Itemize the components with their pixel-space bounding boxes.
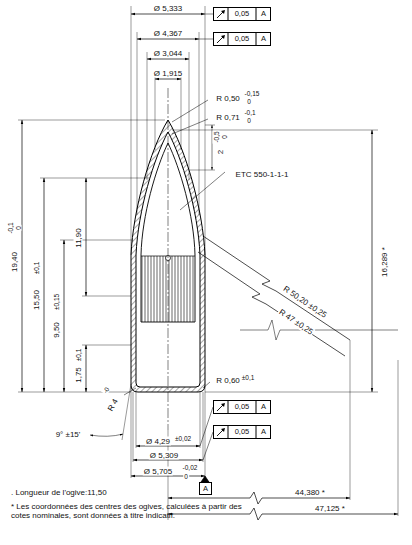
dimension-text: Ø 5,705 — [143, 467, 173, 476]
note-text: * Les coordonnées des centres des ogives… — [10, 502, 262, 520]
frame-text: A — [257, 426, 270, 438]
tolerance-frame: 0,05A — [213, 7, 271, 21]
dimension-text: 16,289 * — [380, 246, 389, 278]
dimension-text: Ø 5,333 — [153, 4, 183, 13]
dimension-text: Ø 5,309 — [149, 451, 179, 460]
dimension-text: ±0,1 — [33, 261, 40, 276]
dimension-text: R 0,71 — [215, 113, 241, 122]
note-text: . Longueur de l'ogive:11,50 — [10, 488, 108, 497]
dimension-text: 1,75 — [74, 366, 83, 384]
dimension-text: 0 — [246, 98, 252, 105]
dimension-text: R 0,50 — [215, 94, 241, 103]
frame-text: A — [257, 8, 270, 20]
dimension-text: -0,02 — [182, 464, 199, 471]
frame-text: 0,05 — [229, 401, 255, 413]
dimension-text: -0,15 — [244, 90, 261, 97]
dimension-text: Ø 4,29 — [145, 437, 171, 446]
dimension-text: 0 — [246, 117, 252, 124]
frame-text: 0,05 — [229, 33, 255, 45]
frame-text: A — [257, 401, 270, 413]
dimension-text: ±0,15 — [53, 293, 60, 311]
dimension-text: 15,50 — [32, 289, 41, 311]
dimension-text: 19,40 — [10, 251, 19, 273]
dimension-text: -0,1 — [7, 221, 14, 234]
dimension-text: 11,90 — [74, 227, 83, 248]
dimension-text: 0 — [183, 473, 189, 480]
dimension-text: 47,125 * — [314, 504, 346, 513]
dimension-text: R 47 ±0,25 — [276, 307, 315, 337]
tolerance-frame: 0,05A — [213, 425, 271, 439]
dimension-text: ±0,1 — [75, 348, 82, 363]
dimension-text: 0 — [15, 225, 22, 231]
dimension-text: -0,1 — [243, 109, 256, 116]
dimension-text: 9,50 — [52, 321, 61, 339]
dimension-text: 0 — [221, 134, 228, 140]
frame-text: 0,05 — [229, 8, 255, 20]
dimension-text: ±0,02 — [174, 435, 192, 442]
frame-text: 0,05 — [229, 426, 255, 438]
dimension-text: 2 — [216, 149, 225, 155]
dimension-text: R 0,60 — [215, 376, 241, 385]
tolerance-frame: 0,05A — [213, 400, 271, 414]
frame-text: A — [257, 33, 270, 45]
dimension-text: R 4 — [105, 396, 120, 413]
dimension-text: 9° ±15' — [55, 430, 82, 439]
dimension-text: Ø 3,044 — [153, 49, 183, 58]
dimension-text: ETC 550-1-1-1 — [235, 170, 290, 179]
dimension-text: Ø 1,915 — [153, 69, 183, 78]
dimension-text: ±0,1 — [241, 374, 256, 381]
dimension-text: -0 — [101, 385, 111, 395]
dimension-text: Ø 4,367 — [153, 29, 183, 38]
frame-text: A — [200, 483, 211, 495]
tolerance-frame: 0,05A — [213, 32, 271, 46]
dimension-text: 44,380 * — [294, 488, 326, 497]
dimension-text: -0,5 — [213, 130, 220, 143]
datum-box: A — [199, 482, 212, 495]
